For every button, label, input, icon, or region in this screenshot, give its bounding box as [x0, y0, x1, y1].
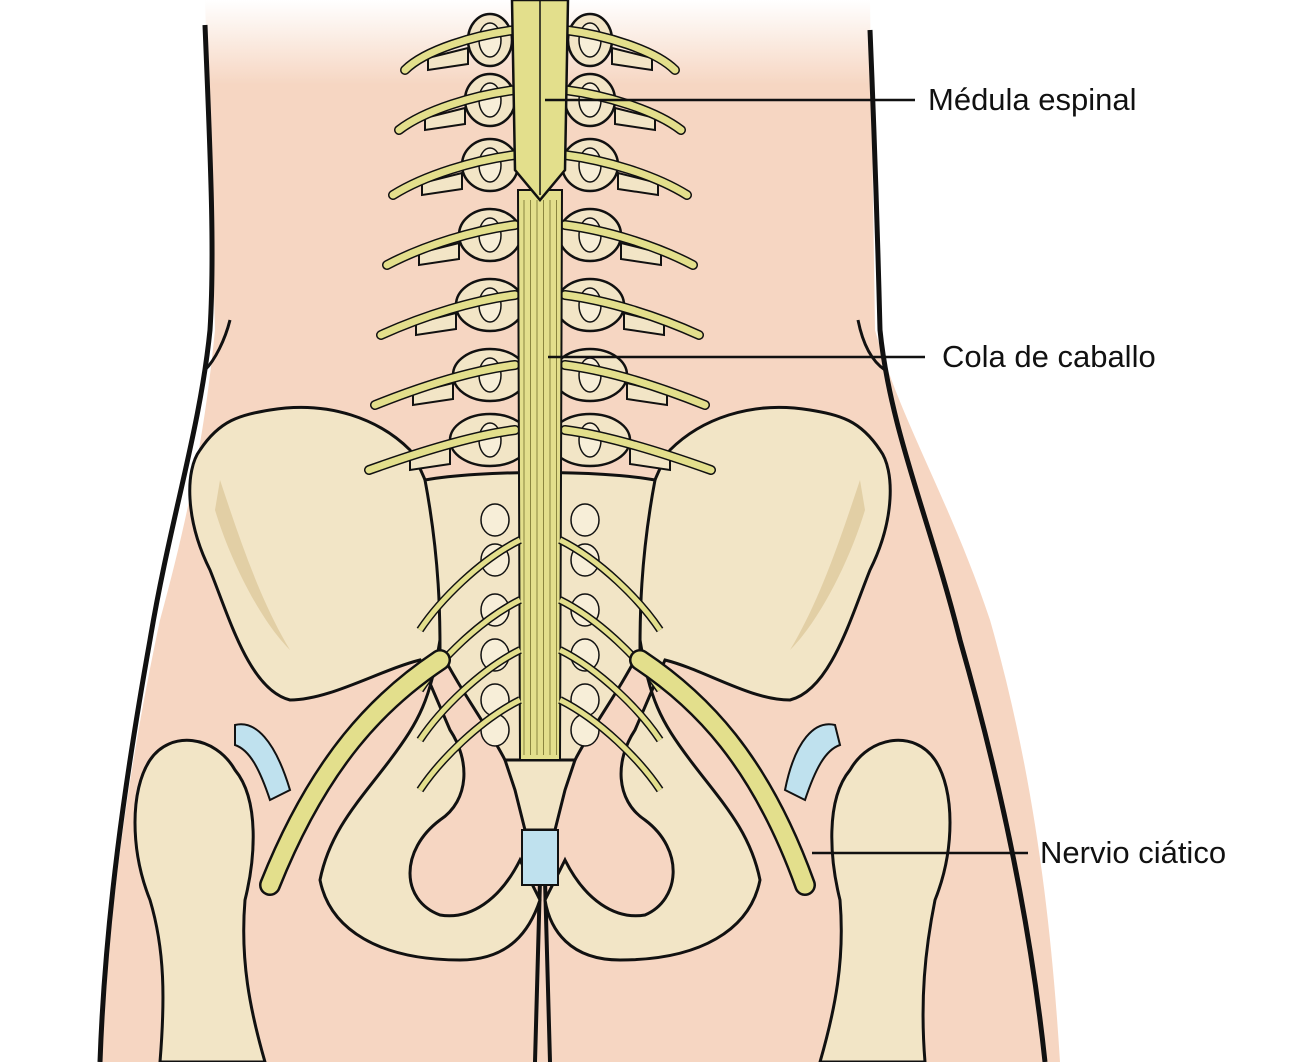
- femur-left: [133, 738, 267, 1062]
- spinal-nerve-root: [395, 86, 519, 134]
- spinal-nerve-root: [561, 426, 715, 474]
- label-sciatic-nerve: Nervio ciático: [1040, 835, 1227, 870]
- pubic-cartilage: [521, 829, 559, 886]
- transverse-process: [614, 106, 656, 132]
- spinal-nerve-root: [371, 361, 519, 409]
- waist-crease-left: [203, 319, 232, 372]
- spinal-nerve-root: [561, 26, 679, 74]
- spinal-nerve-root: [561, 291, 703, 339]
- torso-outline-left: [97, 24, 215, 1062]
- sacral-foramen: [570, 503, 600, 537]
- cauda-equina-bundle: [516, 189, 564, 761]
- waist-crease-right: [856, 319, 886, 372]
- spinal-nerve-root: [401, 26, 519, 74]
- sacral-nerve: [558, 647, 663, 742]
- sciatic-nerve-right-fill: [631, 651, 814, 894]
- sacral-nerve: [417, 537, 522, 632]
- spinal-nerve-root: [561, 221, 697, 269]
- cauda-equina: [516, 189, 564, 761]
- sacral-foramen: [480, 503, 510, 537]
- transverse-process: [427, 46, 469, 72]
- transverse-process: [611, 46, 653, 72]
- sacral-nerve: [417, 697, 522, 792]
- transverse-process: [424, 106, 466, 132]
- torso-outline-right: [867, 29, 1048, 1062]
- sacral-nerve: [417, 647, 522, 742]
- label-cauda-equina: Cola de caballo: [942, 339, 1156, 374]
- spinal-nerve-root: [383, 221, 519, 269]
- label-spinal-cord: Médula espinal: [928, 82, 1137, 117]
- ilium-shade-left: [215, 480, 290, 650]
- spinal-nerve-root: [561, 86, 685, 134]
- hip-cartilage-left: [234, 723, 292, 802]
- spinal-nerve-root: [377, 291, 519, 339]
- femur-right: [818, 738, 952, 1062]
- spinal-nerve-root: [561, 361, 709, 409]
- spinal-nerve-root: [389, 151, 519, 199]
- sacral-nerve: [558, 537, 663, 632]
- sciatic-nerve-left-fill: [261, 651, 449, 894]
- spinal-nerve-root: [561, 151, 691, 199]
- sacral-nerve: [558, 697, 663, 792]
- spinal-nerve-root: [365, 426, 519, 474]
- nerve-network: [364, 25, 716, 793]
- hip-cartilage-right: [783, 723, 842, 802]
- ilium-shade-right: [790, 480, 865, 650]
